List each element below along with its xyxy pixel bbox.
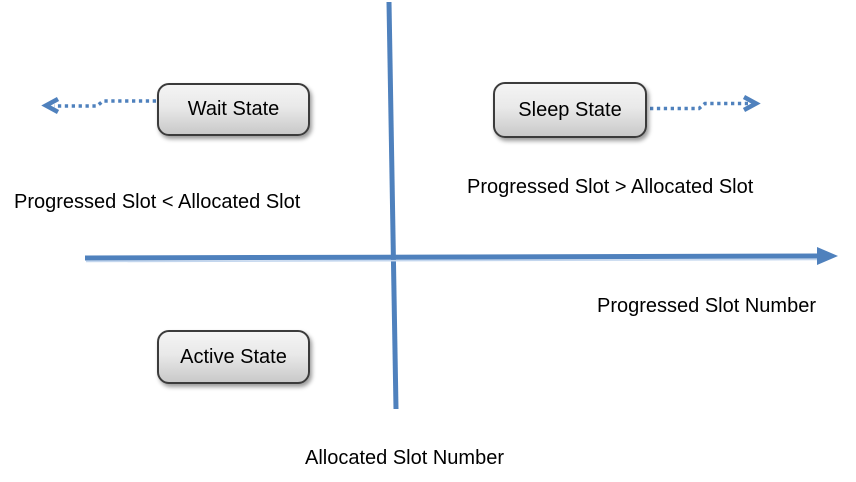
sleep-state-label: Sleep State xyxy=(518,98,622,121)
wait-arrowhead xyxy=(41,97,60,114)
sleep-dotted-arrow xyxy=(650,101,748,111)
wait-state-box: Wait State xyxy=(157,83,310,136)
active-state-box: Active State xyxy=(157,330,310,384)
y-axis-label: Allocated Slot Number xyxy=(305,447,504,469)
wait-state-label: Wait State xyxy=(187,98,280,120)
x-axis-highlight xyxy=(85,258,819,263)
x-axis-arrowhead xyxy=(817,247,838,265)
left-condition-label: Progressed Slot < Allocated Slot xyxy=(14,191,301,213)
active-state-label: Active State xyxy=(180,345,287,368)
x-axis-label: Progressed Slot Number xyxy=(597,295,816,317)
sleep-arrowhead xyxy=(742,95,761,112)
wait-dotted-arrow xyxy=(54,99,156,108)
x-axis-line xyxy=(84,253,821,261)
right-condition-label: Progressed Slot > Allocated Slot xyxy=(467,176,754,198)
sleep-state-box: Sleep State xyxy=(493,82,647,138)
y-axis-line xyxy=(386,1,399,410)
